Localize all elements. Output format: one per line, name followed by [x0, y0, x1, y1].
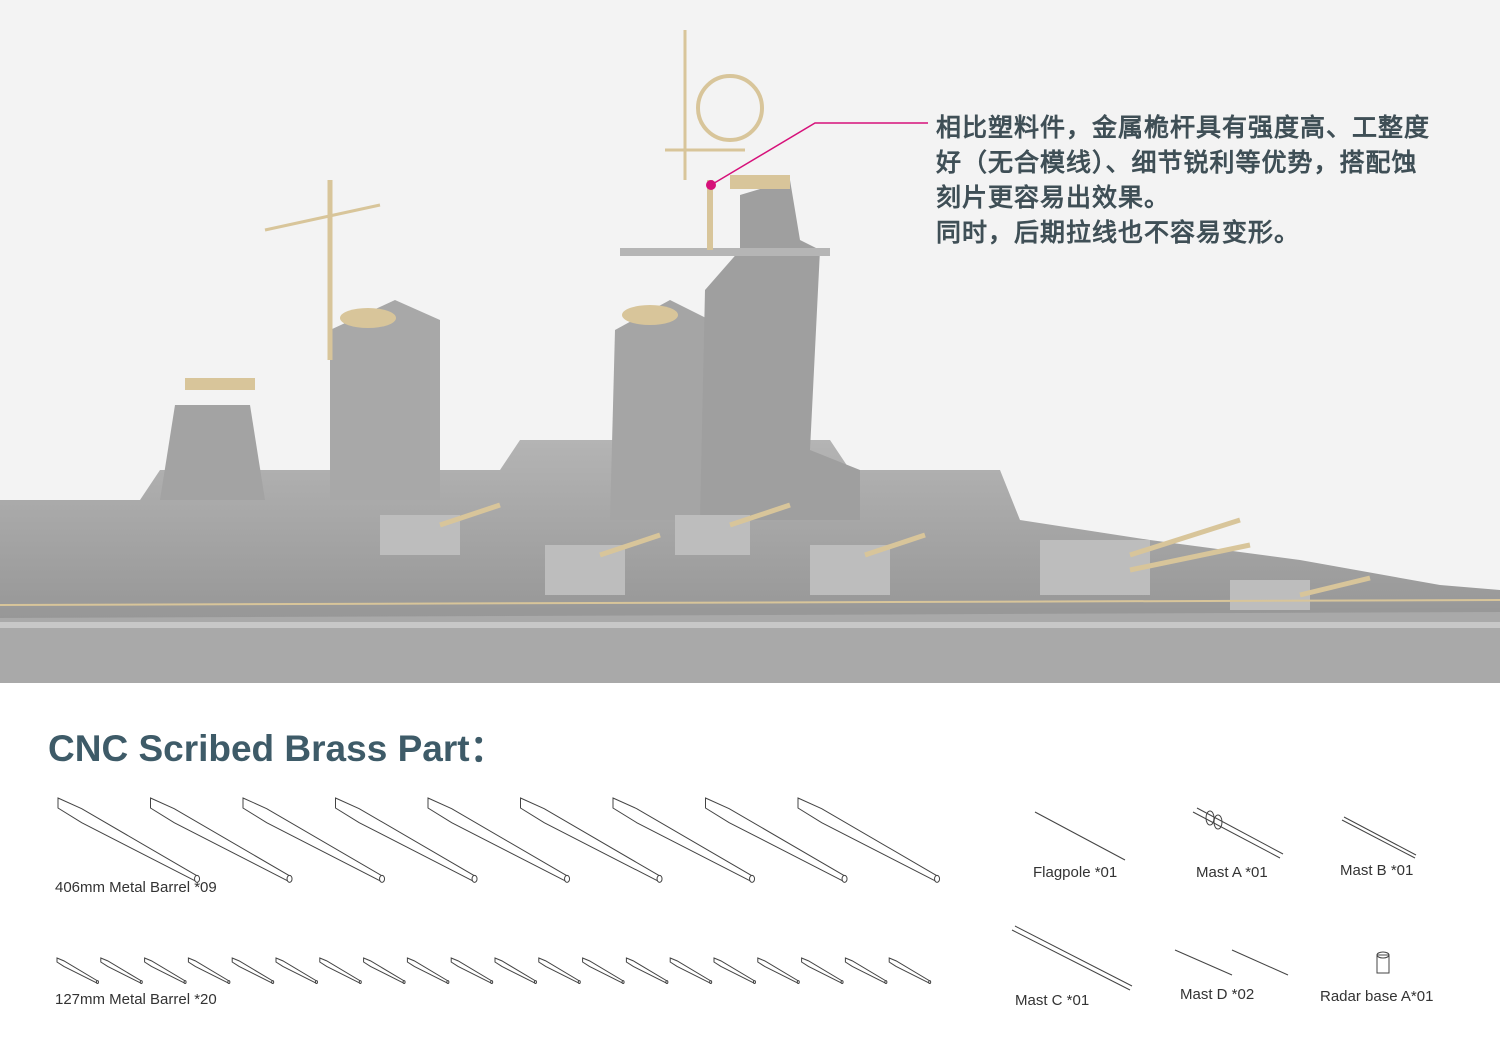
barrel-406	[57, 797, 201, 883]
funnel-2	[330, 300, 440, 500]
barrel-406	[335, 797, 478, 883]
barrel-127	[406, 957, 450, 985]
mast-a-drawing	[1192, 807, 1284, 859]
funnel-1	[160, 405, 265, 500]
callout-line: 刻片更容易出效果。	[936, 183, 1171, 212]
barrel-127	[494, 957, 537, 985]
barrel-127-group	[56, 957, 932, 985]
barrel-406	[612, 797, 756, 883]
callout-leader	[710, 122, 928, 186]
label-flagpole: Flagpole *01	[1033, 864, 1118, 881]
barrel-406	[520, 797, 663, 883]
hull	[0, 610, 1500, 683]
barrel-127	[56, 957, 99, 985]
barrel-127	[144, 957, 187, 985]
radar-base-drawing	[1376, 951, 1390, 974]
callout-line: 同时，后期拉线也不容易变形。	[936, 218, 1301, 247]
barrel-127	[844, 957, 888, 985]
flagpole-drawing	[1034, 811, 1126, 861]
label-mast-a: Mast A *01	[1196, 864, 1268, 881]
barrel-127	[100, 957, 143, 985]
mast-c-drawing	[1011, 925, 1133, 991]
battleship-illustration	[0, 30, 1500, 683]
barrel-127	[363, 957, 406, 985]
callout-line: 好（无合模线）、细节锐利等优势，搭配蚀	[936, 148, 1418, 177]
label-127mm-barrel: 127mm Metal Barrel *20	[55, 991, 217, 1008]
barrel-127	[319, 957, 362, 985]
barrel-127	[713, 957, 756, 985]
barrel-127	[757, 957, 800, 985]
section-title: CNC Scribed Brass Part：	[48, 728, 507, 769]
barrel-406	[797, 797, 941, 883]
funnel-3	[610, 300, 710, 520]
barrel-127	[582, 957, 625, 985]
callout-text: 相比塑料件，金属桅杆具有强度高、工整度 好（无合模线）、细节锐利等优势，搭配蚀 …	[936, 110, 1430, 250]
barrel-127	[538, 957, 581, 985]
barrel-406	[242, 797, 386, 883]
barrel-127	[888, 957, 932, 985]
barrel-127	[275, 957, 318, 985]
label-mast-d: Mast D *02	[1180, 986, 1255, 1003]
barrel-406-group	[57, 797, 941, 883]
ship-render: 相比塑料件，金属桅杆具有强度高、工整度 好（无合模线）、细节锐利等优势，搭配蚀 …	[0, 0, 1500, 683]
barrel-127	[801, 957, 844, 985]
radar-dish	[696, 74, 764, 142]
mast-d-drawing	[1174, 949, 1289, 976]
barrel-127	[187, 957, 231, 985]
barrel-406	[150, 797, 293, 883]
barrel-406	[705, 797, 848, 883]
parts-drawing	[56, 797, 1417, 991]
label-radar-base-a: Radar base A*01	[1320, 988, 1434, 1005]
label-mast-c: Mast C *01	[1015, 992, 1090, 1009]
barrel-127	[450, 957, 494, 985]
callout-line: 相比塑料件，金属桅杆具有强度高、工整度	[936, 113, 1431, 142]
callout-marker	[706, 180, 716, 190]
tower	[700, 180, 860, 520]
barrel-127	[669, 957, 713, 985]
barrel-127	[231, 957, 275, 985]
barrel-127	[625, 957, 669, 985]
label-mast-b: Mast B *01	[1340, 862, 1414, 879]
label-406mm-barrel: 406mm Metal Barrel *09	[55, 879, 217, 896]
barrel-406	[427, 797, 571, 883]
mast-b-drawing	[1341, 816, 1417, 859]
